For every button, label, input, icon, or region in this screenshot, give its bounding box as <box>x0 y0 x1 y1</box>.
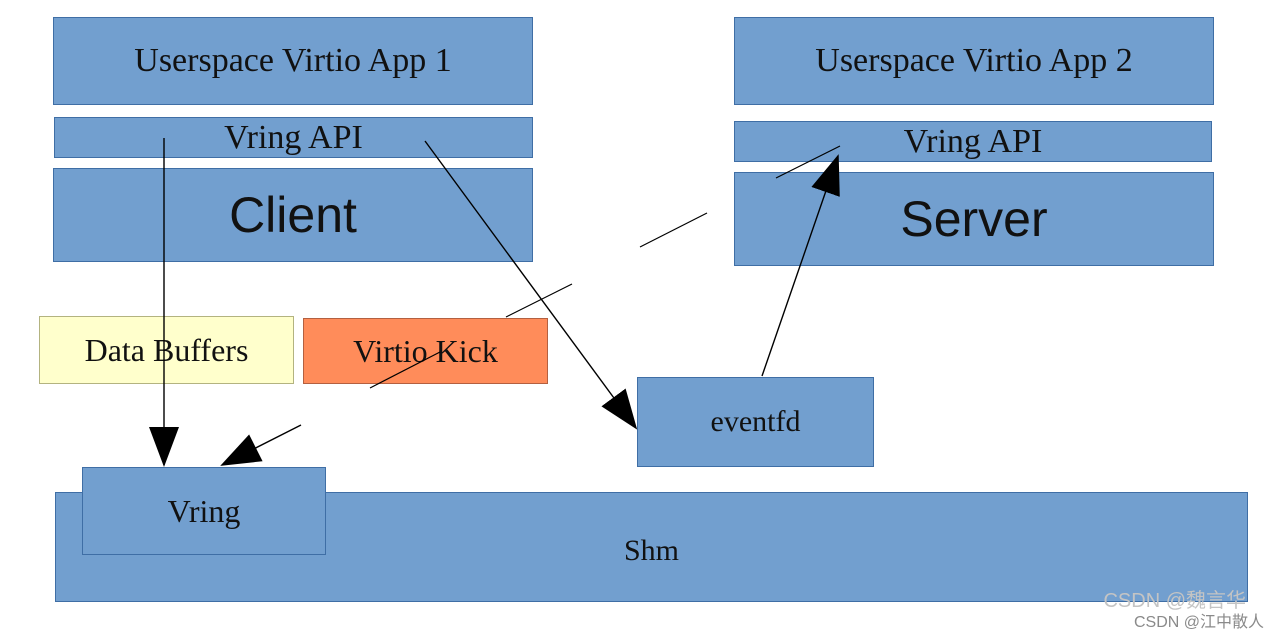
vring-api-1-block: Vring API <box>54 117 533 158</box>
kick-dash-segment-3 <box>505 283 573 318</box>
csdn-watermark-secondary: CSDN @江中散人 <box>1133 614 1264 631</box>
eventfd-label: eventfd <box>710 405 801 438</box>
shm-label: Shm <box>623 534 680 567</box>
eventfd-block: eventfd <box>637 377 874 467</box>
csdn-watermark-primary: CSDN @魏言华 <box>1103 590 1246 612</box>
client-label: Client <box>229 187 357 243</box>
kick-dash-segment-4 <box>369 351 441 389</box>
userspace-app-1-block: Userspace Virtio App 1 <box>53 17 533 105</box>
data-buffers-label: Data Buffers <box>84 331 249 368</box>
kick-dash-segment-1 <box>775 145 841 179</box>
userspace-app-2-block: Userspace Virtio App 2 <box>734 17 1214 105</box>
server-label: Server <box>900 191 1048 247</box>
userspace-app-2-label: Userspace Virtio App 2 <box>815 42 1133 79</box>
vring-api-to-eventfd-arrow <box>424 140 638 430</box>
kick-to-vring-arrow <box>220 424 302 466</box>
data-buffers-block: Data Buffers <box>39 316 294 384</box>
client-block: Client <box>53 168 533 262</box>
vring-label: Vring <box>167 492 241 529</box>
virtio-kick-label: Virtio Kick <box>353 332 498 369</box>
kick-dash-segment-2 <box>639 212 708 248</box>
vring-api-2-label: Vring API <box>903 122 1043 160</box>
vring-block: Vring <box>82 467 326 555</box>
eventfd-to-vring-api-arrow <box>761 154 840 377</box>
virtio-kick-block: Virtio Kick <box>303 318 548 384</box>
server-block: Server <box>734 172 1214 266</box>
vring-api-1-label: Vring API <box>224 118 363 156</box>
userspace-app-1-label: Userspace Virtio App 1 <box>134 42 452 79</box>
